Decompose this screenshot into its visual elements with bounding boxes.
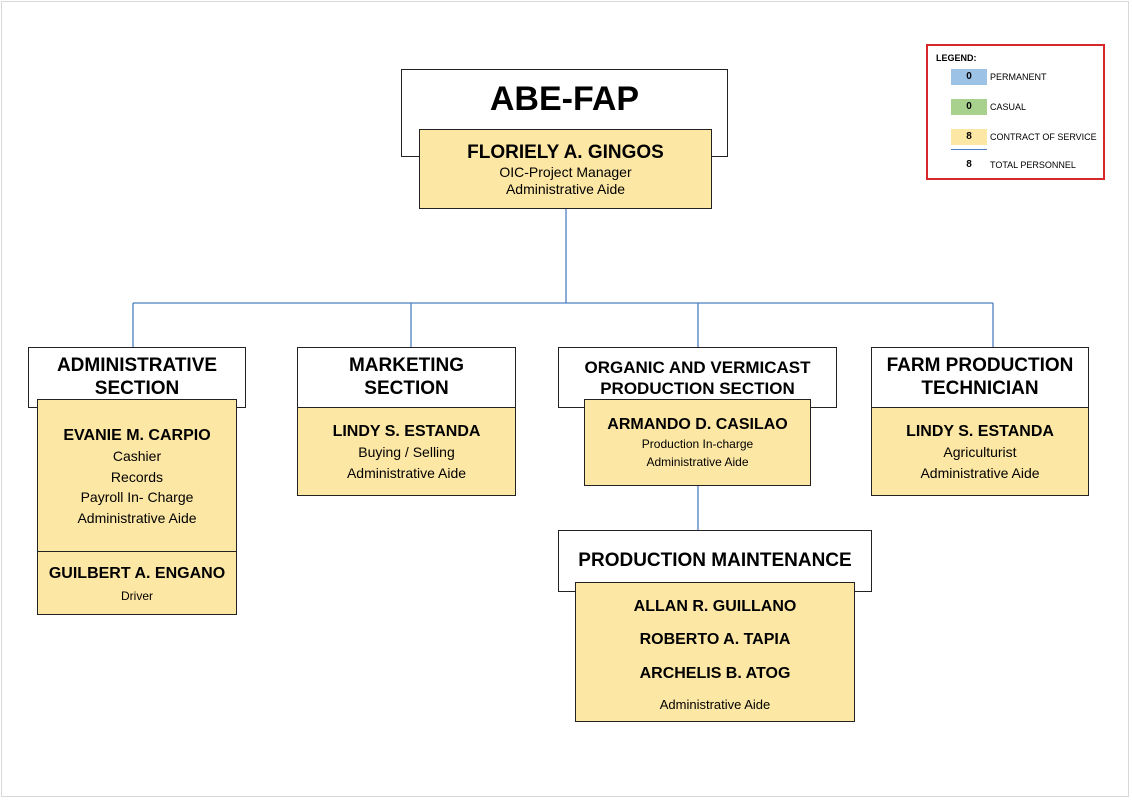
maintenance-role: Administrative Aide	[659, 697, 771, 712]
head-card: FLORIELY A. GINGOS OIC-Project Manager A…	[419, 129, 712, 209]
admin-role-records: Records	[110, 469, 164, 485]
admin-role-cashier: Cashier	[112, 448, 162, 464]
admin-section-header: ADMINISTRATIVE SECTION	[28, 347, 246, 408]
head-name: FLORIELY A. GINGOS	[467, 142, 664, 163]
driver-role: Driver	[121, 589, 153, 603]
admin-person-card: EVANIE M. CARPIO Cashier Records Payroll…	[37, 399, 237, 552]
maintenance-person-name-1: ALLAN R. GUILLANO	[633, 598, 797, 615]
marketing-role: Buying / Selling	[358, 444, 455, 460]
marketing-role-2: Administrative Aide	[346, 465, 467, 481]
farm-section-title-2: TECHNICIAN	[921, 378, 1039, 399]
organic-role-2: Administrative Aide	[646, 455, 749, 469]
admin-section-title: ADMINISTRATIVE	[56, 355, 218, 376]
marketing-section-header: MARKETING SECTION	[297, 347, 516, 408]
head-role-2: Administrative Aide	[505, 181, 626, 197]
marketing-section-title-2: SECTION	[364, 378, 449, 399]
maintenance-person-name-2: ROBERTO A. TAPIA	[639, 631, 791, 648]
legend-swatch-contract: 8	[951, 129, 987, 145]
legend-title: LEGEND:	[936, 53, 977, 63]
farm-section-header: FARM PRODUCTION TECHNICIAN	[871, 347, 1089, 408]
legend-total-value: 8	[951, 157, 987, 173]
marketing-person-name: LINDY S. ESTANDA	[332, 423, 481, 440]
organic-person-name: ARMANDO D. CASILAO	[607, 416, 788, 433]
organic-section-header: ORGANIC AND VERMICAST PRODUCTION SECTION	[558, 347, 837, 408]
farm-person-card: LINDY S. ESTANDA Agriculturist Administr…	[871, 407, 1089, 496]
legend-swatch-permanent: 0	[951, 69, 987, 85]
admin-section-title-2: SECTION	[94, 378, 180, 399]
legend-label-total: TOTAL PERSONNEL	[990, 160, 1076, 170]
legend-item-casual: 0 CASUAL	[928, 99, 1103, 115]
legend-label-permanent: PERMANENT	[990, 72, 1047, 82]
farm-person-name: LINDY S. ESTANDA	[906, 423, 1054, 440]
marketing-section-title: MARKETING	[348, 355, 465, 376]
legend-divider	[951, 149, 987, 150]
legend-item-permanent: 0 PERMANENT	[928, 69, 1103, 85]
legend-label-contract: CONTRACT OF SERVICE	[990, 132, 1097, 142]
farm-section-title: FARM PRODUCTION	[886, 355, 1074, 376]
org-title: ABE-FAP	[489, 80, 640, 118]
farm-role: Agriculturist	[943, 444, 1017, 460]
head-role: OIC-Project Manager	[499, 164, 632, 180]
legend-label-casual: CASUAL	[990, 102, 1027, 112]
maintenance-section-title: PRODUCTION MAINTENANCE	[578, 550, 852, 571]
admin-role-aide: Administrative Aide	[77, 510, 197, 526]
legend-item-total: 8 TOTAL PERSONNEL	[928, 157, 1103, 173]
admin-role-payroll: Payroll In- Charge	[80, 489, 194, 505]
driver-name: GUILBERT A. ENGANO	[48, 565, 226, 582]
maintenance-person-card: ALLAN R. GUILLANO ROBERTO A. TAPIA ARCHE…	[575, 582, 855, 722]
admin-driver-card: GUILBERT A. ENGANO Driver	[37, 551, 237, 615]
farm-role-2: Administrative Aide	[920, 465, 1040, 481]
marketing-person-card: LINDY S. ESTANDA Buying / Selling Admini…	[297, 407, 516, 496]
legend: LEGEND: 0 PERMANENT 0 CASUAL 8 CONTRACT …	[926, 44, 1105, 180]
organic-section-title-2: PRODUCTION SECTION	[600, 379, 795, 398]
admin-person-name: EVANIE M. CARPIO	[63, 427, 211, 444]
legend-swatch-casual: 0	[951, 99, 987, 115]
maintenance-person-name-3: ARCHELIS B. ATOG	[639, 665, 791, 682]
maintenance-section-header: PRODUCTION MAINTENANCE	[558, 530, 872, 592]
legend-item-contract: 8 CONTRACT OF SERVICE	[928, 129, 1103, 145]
organic-section-title: ORGANIC AND VERMICAST	[584, 358, 811, 377]
organic-person-card: ARMANDO D. CASILAO Production In-charge …	[584, 399, 811, 486]
organic-role: Production In-charge	[641, 437, 754, 451]
